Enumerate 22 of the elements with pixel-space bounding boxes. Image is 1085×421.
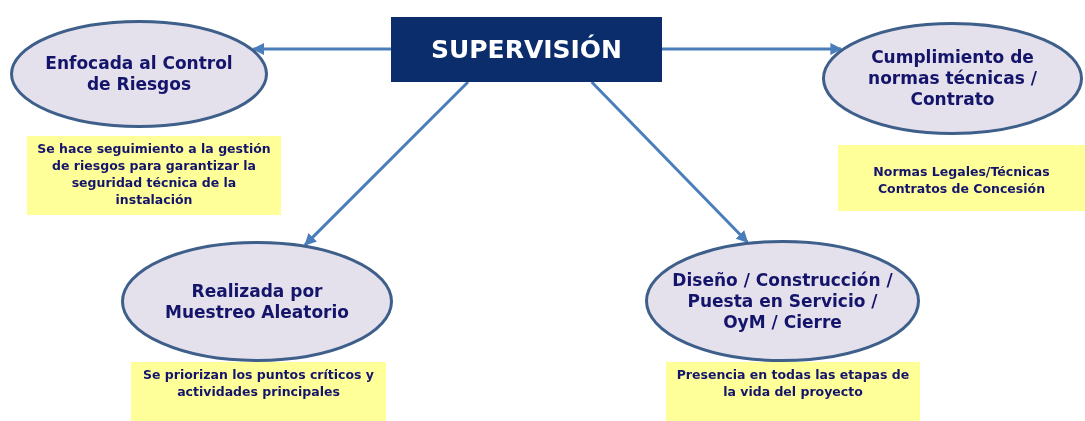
- note-box: [27, 136, 281, 215]
- ellipse-node: [10, 20, 268, 128]
- note-box: [131, 362, 386, 421]
- arrow: [662, 43, 843, 55]
- note-box: [666, 362, 920, 421]
- arrow: [590, 80, 749, 244]
- title-text: SUPERVISIÓN: [430, 35, 623, 64]
- node-label: Realizada por Muestreo Aleatorio: [164, 280, 350, 323]
- note-text: Normas Legales/Técnicas Contratos de Concesión: [872, 163, 1051, 197]
- note-text: Se priorizan los puntos críticos y actividades principales: [141, 366, 376, 400]
- arrow: [304, 80, 470, 246]
- title-box: [391, 17, 662, 82]
- ellipse-node: [822, 22, 1083, 135]
- note-text: Presencia en todas las etapas de la vida del proyecto: [675, 366, 911, 400]
- note-text: Se hace seguimiento a la gestión de riesgos para garantizar la seguridad técnica de la instalación: [36, 140, 272, 208]
- ellipse-node: [645, 240, 920, 362]
- node-label: Diseño / Construcción / Puesta en Servicio / OyM / Cierre: [671, 269, 894, 333]
- arrow: [252, 43, 391, 55]
- node-label: Cumplimiento de normas técnicas / Contrato: [867, 47, 1038, 110]
- note-box: [838, 145, 1085, 211]
- ellipse-node: [121, 241, 393, 362]
- node-label: Enfocada al Control de Riesgos: [44, 53, 234, 95]
